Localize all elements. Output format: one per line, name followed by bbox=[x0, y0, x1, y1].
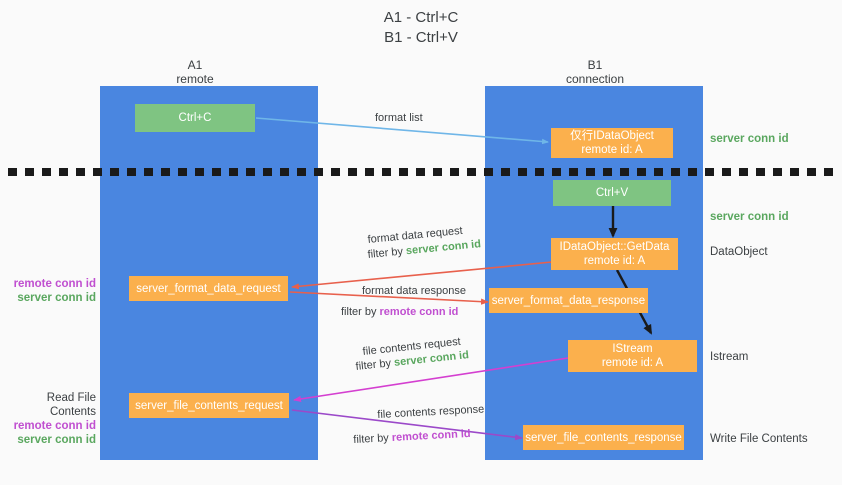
edge-label-format-data-response: format data response bbox=[362, 285, 466, 297]
node-server-format-data-response-label: server_format_data_response bbox=[491, 294, 646, 307]
label-write-file-contents: Write File Contents bbox=[710, 433, 808, 445]
node-server-format-data-response[interactable]: server_format_data_response bbox=[489, 288, 648, 313]
title-line-1: A1 - Ctrl+C bbox=[383, 9, 459, 26]
node-server-file-contents-response[interactable]: server_file_contents_response bbox=[523, 425, 684, 450]
legend-file-contents: Read File Contents remote conn id server… bbox=[0, 391, 96, 447]
node-ctrl-v[interactable]: Ctrl+V bbox=[553, 180, 671, 206]
label-istream: Istream bbox=[710, 351, 749, 363]
title-line-2: B1 - Ctrl+V bbox=[384, 29, 458, 46]
legend-format-data: remote conn id server conn id bbox=[0, 277, 96, 305]
node-server-format-data-request-label: server_format_data_request bbox=[136, 282, 281, 295]
lane-header-b1-sub: connection bbox=[565, 72, 625, 86]
node-clipboard-dataobject-line2: remote id: A bbox=[581, 144, 643, 156]
node-clipboard-dataobject-line1: 仅行IDataObject bbox=[570, 130, 654, 142]
edge-label-format-list: format list bbox=[375, 112, 423, 124]
node-idataobject-getdata[interactable]: IDataObject::GetData remote id: A bbox=[551, 238, 678, 270]
node-istream-line2: remote id: A bbox=[601, 357, 664, 369]
label-dataobject: DataObject bbox=[710, 246, 768, 258]
legend-remote-conn-id-1: remote conn id bbox=[13, 278, 96, 290]
edge-label-format-data-response-filter: filter by remote conn id bbox=[341, 305, 458, 319]
lane-header-a1-sub: remote bbox=[176, 72, 214, 86]
label-server-conn-id-second: server conn id bbox=[710, 211, 789, 223]
label-server-conn-id-top: server conn id bbox=[710, 133, 789, 145]
node-idataobject-getdata-line1: IDataObject::GetData bbox=[559, 241, 670, 253]
node-server-format-data-request[interactable]: server_format_data_request bbox=[129, 276, 288, 301]
node-server-file-contents-response-label: server_file_contents_response bbox=[525, 431, 682, 444]
filter-prefix-4: filter by bbox=[353, 432, 390, 446]
lane-header-a1-name: A1 bbox=[187, 58, 203, 72]
node-istream[interactable]: IStream remote id: A bbox=[568, 340, 697, 372]
node-ctrl-c-label: Ctrl+C bbox=[178, 112, 212, 124]
lane-header-b1-name: B1 bbox=[587, 58, 603, 72]
node-idataobject-getdata-line2: remote id: A bbox=[583, 255, 646, 267]
lane-header-a1: A1 remote bbox=[135, 58, 255, 86]
legend-server-conn-id-2: server conn id bbox=[17, 434, 96, 446]
node-ctrl-v-label: Ctrl+V bbox=[595, 187, 629, 199]
filter-prefix-3: filter by bbox=[355, 357, 392, 373]
edge-label-file-contents-response: file contents response bbox=[377, 403, 485, 421]
filter-key-remote-conn-id-2: remote conn id bbox=[391, 427, 471, 444]
page-title: A1 - Ctrl+C B1 - Ctrl+V bbox=[0, 8, 842, 48]
legend-remote-conn-id-2: remote conn id bbox=[13, 420, 96, 432]
node-ctrl-c[interactable]: Ctrl+C bbox=[135, 104, 255, 132]
filter-key-remote-conn-id-1: remote conn id bbox=[379, 306, 459, 318]
lane-header-b1: B1 connection bbox=[535, 58, 655, 86]
node-clipboard-dataobject[interactable]: 仅行IDataObject remote id: A bbox=[551, 128, 673, 158]
edge-label-file-contents-response-filter: filter by remote conn id bbox=[353, 427, 471, 447]
filter-prefix-2: filter by bbox=[341, 306, 377, 318]
node-server-file-contents-request[interactable]: server_file_contents_request bbox=[129, 393, 289, 418]
legend-server-conn-id-1: server conn id bbox=[17, 292, 96, 304]
label-read-file-contents: Read File Contents bbox=[46, 392, 96, 418]
filter-prefix-1: filter by bbox=[367, 245, 404, 261]
node-istream-line1: IStream bbox=[612, 343, 653, 355]
node-server-file-contents-request-label: server_file_contents_request bbox=[135, 399, 283, 412]
